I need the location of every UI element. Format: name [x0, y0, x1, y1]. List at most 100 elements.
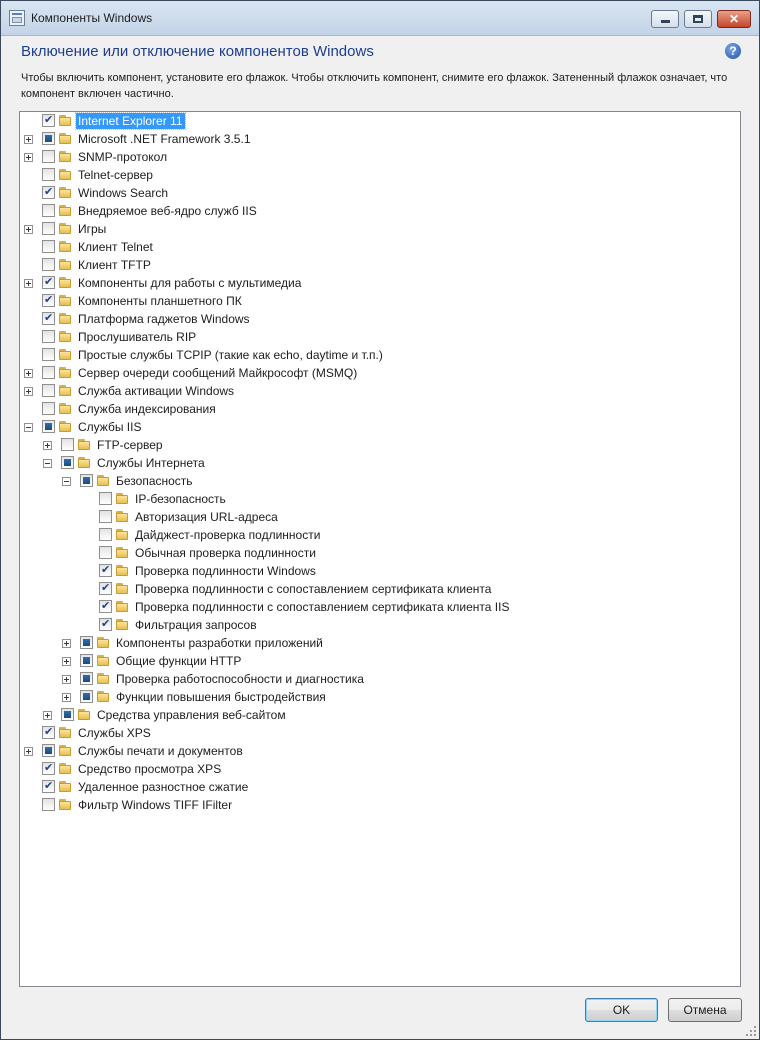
feature-checkbox[interactable] [42, 168, 55, 181]
feature-checkbox[interactable] [99, 617, 112, 631]
tree-item[interactable]: Сервер очереди сообщений Майкрософт (MSM… [20, 364, 720, 382]
feature-checkbox[interactable] [99, 563, 112, 577]
expand-icon[interactable] [24, 747, 33, 756]
tree-item[interactable]: Клиент Telnet [20, 238, 720, 256]
tree-item[interactable]: Internet Explorer 11 [20, 112, 720, 130]
tree-item[interactable]: Проверка работоспособности и диагностика [20, 670, 720, 688]
feature-checkbox[interactable] [99, 581, 112, 595]
tree-item[interactable]: FTP-сервер [20, 436, 720, 454]
tree-item[interactable]: Клиент TFTP [20, 256, 720, 274]
tree-item[interactable]: Проверка подлинности Windows [20, 562, 720, 580]
feature-checkbox[interactable] [61, 438, 74, 451]
tree-item[interactable]: Компоненты планшетного ПК [20, 292, 720, 310]
cancel-button[interactable]: Отмена [668, 998, 742, 1022]
feature-checkbox[interactable] [42, 330, 55, 343]
tree-item[interactable]: Службы XPS [20, 724, 720, 742]
tree-item[interactable]: Игры [20, 220, 720, 238]
expand-icon[interactable] [43, 711, 52, 720]
feature-checkbox[interactable] [42, 222, 55, 235]
feature-checkbox[interactable] [99, 546, 112, 559]
expand-icon[interactable] [24, 135, 33, 144]
feature-checkbox[interactable] [80, 654, 93, 667]
ok-button[interactable]: OK [585, 998, 658, 1022]
collapse-icon[interactable] [62, 477, 71, 486]
tree-item[interactable]: Службы Интернета [20, 454, 720, 472]
tree-item[interactable]: Платформа гаджетов Windows [20, 310, 720, 328]
feature-checkbox[interactable] [42, 275, 55, 289]
collapse-icon[interactable] [24, 423, 33, 432]
tree-item[interactable]: Компоненты для работы с мультимедиа [20, 274, 720, 292]
feature-checkbox[interactable] [42, 402, 55, 415]
feature-checkbox[interactable] [42, 240, 55, 253]
expand-icon[interactable] [24, 279, 33, 288]
expand-icon[interactable] [62, 693, 71, 702]
feature-checkbox[interactable] [80, 474, 93, 487]
tree-item[interactable]: SNMP-протокол [20, 148, 720, 166]
tree-item[interactable]: Microsoft .NET Framework 3.5.1 [20, 130, 720, 148]
feature-checkbox[interactable] [42, 185, 55, 199]
collapse-icon[interactable] [43, 459, 52, 468]
help-icon[interactable]: ? [725, 43, 741, 59]
tree-item[interactable]: Проверка подлинности с сопоставлением се… [20, 598, 720, 616]
tree-item[interactable]: Безопасность [20, 472, 720, 490]
resize-grip[interactable] [745, 1025, 757, 1037]
expand-icon[interactable] [24, 153, 33, 162]
feature-checkbox[interactable] [99, 492, 112, 505]
feature-checkbox[interactable] [42, 798, 55, 811]
tree-item[interactable]: Общие функции HTTP [20, 652, 720, 670]
tree-item[interactable]: Средства управления веб-сайтом [20, 706, 720, 724]
tree-item[interactable]: Проверка подлинности с сопоставлением се… [20, 580, 720, 598]
expand-icon[interactable] [24, 369, 33, 378]
minimize-button[interactable] [651, 10, 679, 28]
tree-item[interactable]: Службы IIS [20, 418, 720, 436]
tree-item[interactable]: Telnet-сервер [20, 166, 720, 184]
tree-item[interactable]: Фильтр Windows TIFF IFilter [20, 796, 720, 814]
tree-item[interactable]: Простые службы TCPIP (такие как echo, da… [20, 346, 720, 364]
feature-checkbox[interactable] [61, 708, 74, 721]
expand-icon[interactable] [62, 657, 71, 666]
feature-checkbox[interactable] [42, 779, 55, 793]
feature-checkbox[interactable] [42, 725, 55, 739]
feature-checkbox[interactable] [80, 690, 93, 703]
expand-icon[interactable] [62, 675, 71, 684]
feature-checkbox[interactable] [42, 348, 55, 361]
feature-checkbox[interactable] [99, 599, 112, 613]
expand-icon[interactable] [43, 441, 52, 450]
expand-icon[interactable] [24, 387, 33, 396]
feature-checkbox[interactable] [99, 510, 112, 523]
feature-checkbox[interactable] [42, 293, 55, 307]
feature-checkbox[interactable] [42, 311, 55, 325]
title-bar[interactable]: Компоненты Windows ✕ [1, 1, 759, 36]
tree-item[interactable]: Авторизация URL-адреса [20, 508, 720, 526]
feature-checkbox[interactable] [42, 384, 55, 397]
tree-item[interactable]: Обычная проверка подлинности [20, 544, 720, 562]
expand-icon[interactable] [62, 639, 71, 648]
feature-checkbox[interactable] [99, 528, 112, 541]
tree-item[interactable]: Фильтрация запросов [20, 616, 720, 634]
feature-checkbox[interactable] [42, 258, 55, 271]
tree-item[interactable]: Windows Search [20, 184, 720, 202]
tree-item[interactable]: Служба индексирования [20, 400, 720, 418]
tree-item[interactable]: Средство просмотра XPS [20, 760, 720, 778]
tree-item[interactable]: Прослушиватель RIP [20, 328, 720, 346]
feature-checkbox[interactable] [42, 204, 55, 217]
feature-checkbox[interactable] [42, 744, 55, 757]
tree-item[interactable]: Удаленное разностное сжатие [20, 778, 720, 796]
feature-checkbox[interactable] [80, 672, 93, 685]
feature-checkbox[interactable] [42, 420, 55, 433]
tree-item[interactable]: Службы печати и документов [20, 742, 720, 760]
feature-checkbox[interactable] [42, 761, 55, 775]
tree-item[interactable]: Служба активации Windows [20, 382, 720, 400]
maximize-button[interactable] [684, 10, 712, 28]
tree-item[interactable]: Функции повышения быстродействия [20, 688, 720, 706]
feature-checkbox[interactable] [42, 150, 55, 163]
feature-checkbox[interactable] [61, 456, 74, 469]
tree-item[interactable]: Компоненты разработки приложений [20, 634, 720, 652]
tree-item[interactable]: Внедряемое веб-ядро служб IIS [20, 202, 720, 220]
tree-item[interactable]: IP-безопасность [20, 490, 720, 508]
feature-checkbox[interactable] [42, 366, 55, 379]
tree-item[interactable]: Дайджест-проверка подлинности [20, 526, 720, 544]
feature-checkbox[interactable] [42, 132, 55, 145]
feature-checkbox[interactable] [80, 636, 93, 649]
